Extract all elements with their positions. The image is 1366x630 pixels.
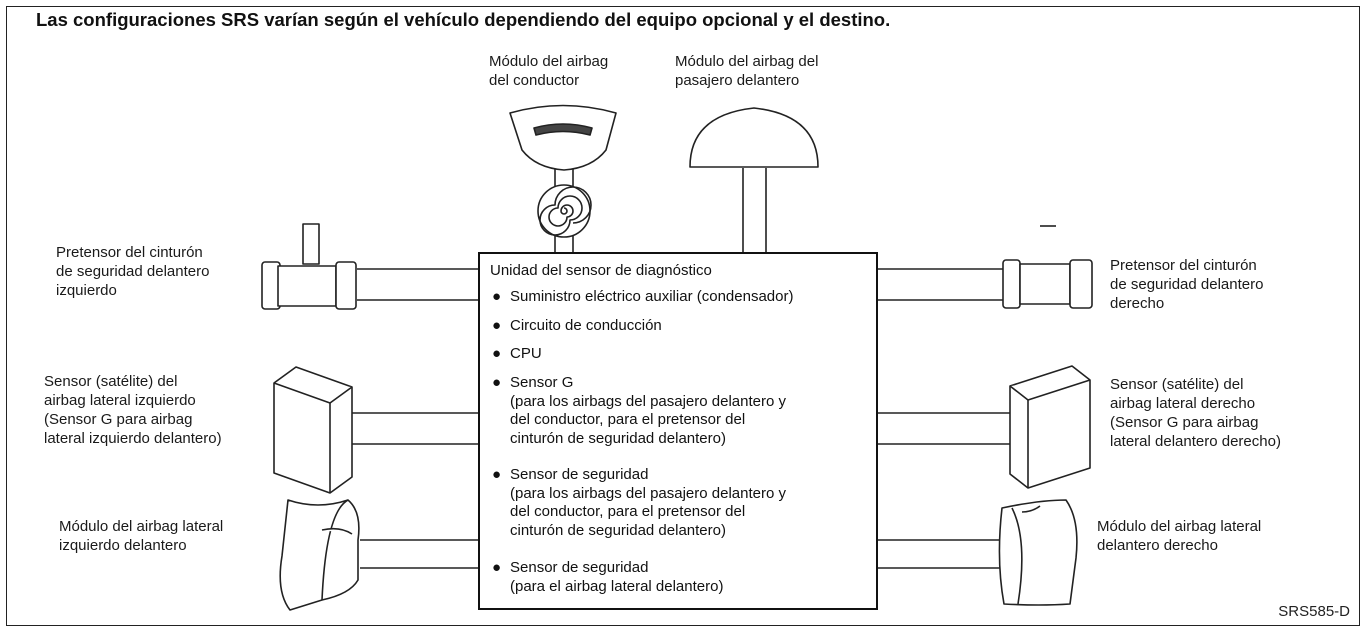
bullet-icon: ● [492,317,502,334]
feature-label: Suministro eléctrico auxiliar (condensad… [510,288,794,305]
left-side-airbag-icon [279,499,360,611]
spiral-cable-icon [537,184,592,238]
connection-lines [352,168,1010,569]
bullet-icon: ● [492,345,502,362]
bullet-icon: ● [492,559,502,576]
left-pretensioner-icon [261,223,357,310]
right-satellite-sensor-icon [1009,365,1091,489]
left-pretensioner-label: Pretensor del cinturón de seguridad dela… [56,244,210,299]
right-satellite-sensor-label: Sensor (satélite) del airbag lateral der… [1110,376,1281,450]
left-side-airbag-label: Módulo del airbag lateral izquierdo dela… [59,518,224,554]
unit-feature: ● CPU [492,345,542,364]
right-side-airbag-label: Módulo del airbag lateral delantero dere… [1097,518,1262,554]
unit-feature: ● Sensor de seguridad (para los airbags … [492,466,786,540]
right-pretensioner-icon [1002,225,1093,309]
passenger-airbag-icon [689,107,819,168]
left-satellite-sensor-label: Sensor (satélite) del airbag lateral izq… [44,373,222,447]
feature-label: Sensor G [510,374,574,391]
bullet-icon: ● [492,288,502,305]
unit-feature: ● Sensor de seguridad (para el airbag la… [492,559,723,596]
right-side-airbag-icon [998,499,1078,606]
unit-feature: ● Circuito de conducción [492,317,662,336]
unit-feature: ● Suministro eléctrico auxiliar (condens… [492,288,793,307]
feature-label: CPU [510,345,542,362]
figure-code: SRS585-D [1278,603,1350,620]
driver-airbag-icon [509,104,617,171]
right-pretensioner-label: Pretensor del cinturón de seguridad dela… [1110,257,1264,312]
diagram-frame [6,6,1360,626]
feature-label: Sensor de seguridad [510,559,649,576]
feature-detail: (para los airbags del pasajero delantero… [510,484,786,539]
bullet-icon: ● [492,374,502,391]
feature-detail: (para el airbag lateral delantero) [510,577,724,595]
feature-label: Circuito de conducción [510,317,662,334]
feature-detail: (para los airbags del pasajero delantero… [510,392,786,447]
feature-label: Sensor de seguridad [510,466,649,483]
unit-feature: ● Sensor G (para los airbags del pasajer… [492,374,786,448]
left-satellite-sensor-icon [273,366,353,494]
unit-title: Unidad del sensor de diagnóstico [490,262,712,279]
passenger-airbag-label: Módulo del airbag del pasajero delantero [675,53,819,89]
diagnosis-sensor-unit: Unidad del sensor de diagnóstico ● Sumin… [478,252,878,610]
bullet-icon: ● [492,466,502,483]
driver-airbag-label: Módulo del airbag del conductor [489,53,609,89]
diagram-title: Las configuraciones SRS varían según el … [36,9,891,30]
